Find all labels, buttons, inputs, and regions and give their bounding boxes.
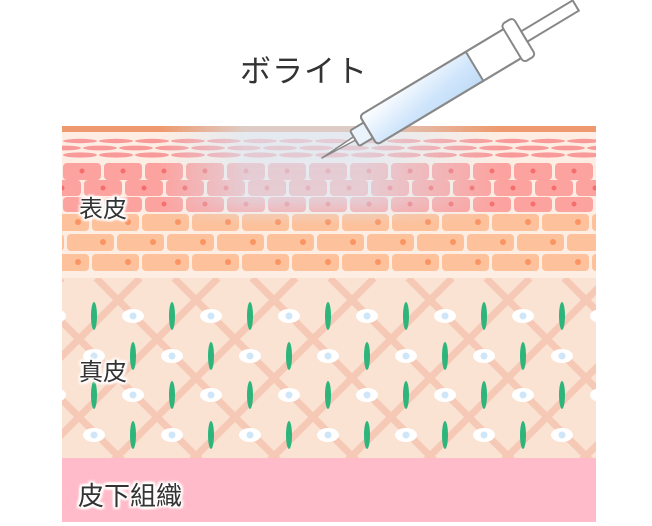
syringe-icon [321,0,581,159]
epidermis-label: 表皮 [79,195,127,223]
collagen-fibers [91,302,565,449]
treatment-title: ボライト [240,54,368,90]
subcutaneous-label: 皮下組織 [78,482,183,512]
injection-haze [160,126,500,226]
subcutaneous-layer [62,458,596,522]
skin-cross-section [62,126,596,522]
fibroblast-cells [62,309,596,442]
dermis-label: 真皮 [79,358,127,386]
